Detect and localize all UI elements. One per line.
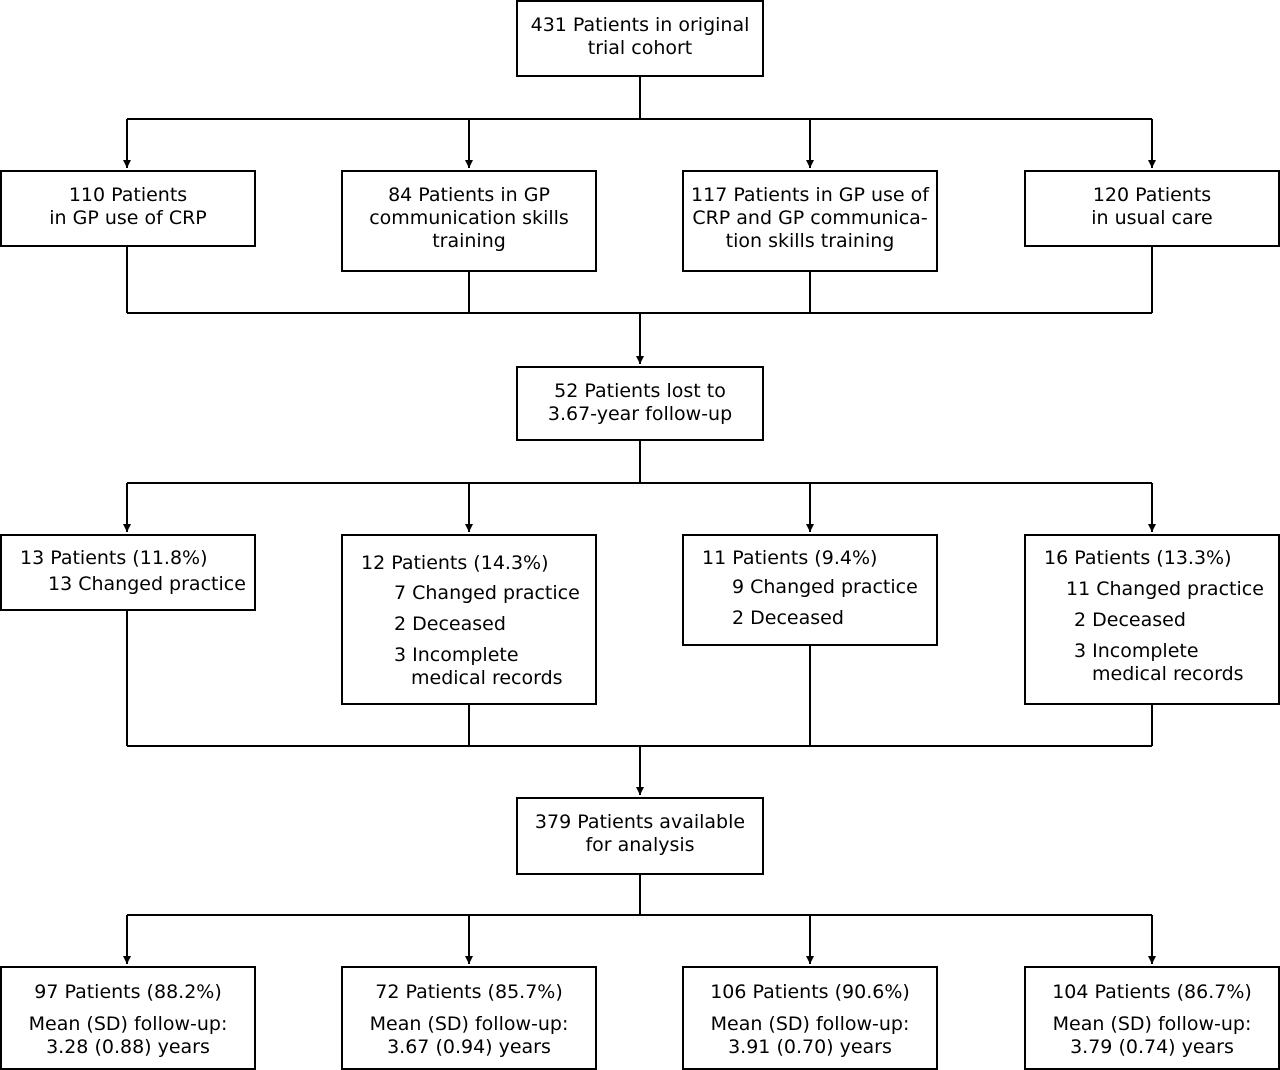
loss-combined-changed-practice: 9 Changed practice bbox=[732, 576, 918, 598]
loss-usual-care-deceased: 2 Deceased bbox=[1074, 609, 1186, 631]
followup-usual-care-value: 3.79 (0.74) years bbox=[1070, 1036, 1234, 1058]
loss-communication-deceased: 2 Deceased bbox=[394, 613, 506, 635]
available-line-2: for analysis bbox=[585, 834, 695, 856]
followup-crp-count: 97 Patients (88.2%) bbox=[34, 981, 222, 1003]
available-for-analysis-box: 379 Patients available for analysis bbox=[516, 797, 764, 875]
loss-combined-deceased: 2 Deceased bbox=[732, 607, 844, 629]
followup-crp-value: 3.28 (0.88) years bbox=[46, 1036, 210, 1058]
loss-box-crp: 13 Patients (11.8%) 13 Changed practice bbox=[0, 534, 256, 611]
loss-box-crp-and-communication: 11 Patients (9.4%) 9 Changed practice 2 … bbox=[682, 534, 938, 646]
followup-combined-count: 106 Patients (90.6%) bbox=[710, 981, 910, 1003]
loss-usual-care-changed-practice: 11 Changed practice bbox=[1066, 578, 1264, 600]
followup-communication-value: 3.67 (0.94) years bbox=[387, 1036, 551, 1058]
loss-communication-head: 12 Patients (14.3%) bbox=[361, 552, 549, 574]
followup-communication-label: Mean (SD) follow-up: bbox=[369, 1013, 569, 1035]
original-cohort-box: 431 Patients in original trial cohort bbox=[516, 0, 764, 77]
loss-communication-incomplete-2: medical records bbox=[411, 667, 563, 689]
loss-crp-changed-practice: 13 Changed practice bbox=[48, 573, 246, 595]
group-combined-line-1: 117 Patients in GP use of bbox=[691, 184, 929, 206]
lost-line-1: 52 Patients lost to bbox=[554, 380, 726, 402]
group-usual-care-line-2: in usual care bbox=[1091, 207, 1213, 229]
followup-usual-care-count: 104 Patients (86.7%) bbox=[1052, 981, 1252, 1003]
group-crp-line-2: in GP use of CRP bbox=[49, 207, 207, 229]
loss-box-usual-care: 16 Patients (13.3%) 11 Changed practice … bbox=[1024, 534, 1280, 705]
group-box-usual-care: 120 Patients in usual care bbox=[1024, 170, 1280, 247]
group-crp-line-1: 110 Patients bbox=[68, 184, 188, 206]
group-usual-care-line-1: 120 Patients bbox=[1092, 184, 1212, 206]
followup-crp-label: Mean (SD) follow-up: bbox=[28, 1013, 228, 1035]
lost-line-2: 3.67-year follow-up bbox=[547, 403, 733, 425]
followup-combined-value: 3.91 (0.70) years bbox=[728, 1036, 892, 1058]
followup-box-crp: 97 Patients (88.2%) Mean (SD) follow-up:… bbox=[0, 966, 256, 1070]
followup-communication-count: 72 Patients (85.7%) bbox=[375, 981, 563, 1003]
followup-combined-label: Mean (SD) follow-up: bbox=[710, 1013, 910, 1035]
followup-usual-care-label: Mean (SD) follow-up: bbox=[1052, 1013, 1252, 1035]
original-cohort-line-2: trial cohort bbox=[587, 37, 693, 59]
group-box-crp: 110 Patients in GP use of CRP bbox=[0, 170, 256, 247]
available-line-1: 379 Patients available bbox=[534, 811, 746, 833]
loss-box-communication-training: 12 Patients (14.3%) 7 Changed practice 2… bbox=[341, 534, 597, 705]
loss-usual-care-head: 16 Patients (13.3%) bbox=[1044, 547, 1232, 569]
loss-usual-care-incomplete-2: medical records bbox=[1092, 663, 1244, 685]
original-cohort-line-1: 431 Patients in original bbox=[530, 14, 750, 36]
lost-to-follow-up-box: 52 Patients lost to 3.67-year follow-up bbox=[516, 366, 764, 441]
group-communication-line-2: communication skills bbox=[369, 207, 569, 229]
group-communication-line-3: training bbox=[432, 230, 506, 252]
group-box-crp-and-communication: 117 Patients in GP use of CRP and GP com… bbox=[682, 170, 938, 272]
loss-usual-care-incomplete-1: 3 Incomplete bbox=[1074, 640, 1199, 662]
loss-crp-head: 13 Patients (11.8%) bbox=[20, 547, 208, 569]
loss-communication-changed-practice: 7 Changed practice bbox=[394, 582, 580, 604]
loss-combined-head: 11 Patients (9.4%) bbox=[702, 547, 878, 569]
group-box-communication-training: 84 Patients in GP communication skills t… bbox=[341, 170, 597, 272]
followup-box-communication-training: 72 Patients (85.7%) Mean (SD) follow-up:… bbox=[341, 966, 597, 1070]
group-communication-line-1: 84 Patients in GP bbox=[388, 184, 550, 206]
followup-box-usual-care: 104 Patients (86.7%) Mean (SD) follow-up… bbox=[1024, 966, 1280, 1070]
followup-box-crp-and-communication: 106 Patients (90.6%) Mean (SD) follow-up… bbox=[682, 966, 938, 1070]
group-combined-line-2: CRP and GP communica- bbox=[692, 207, 928, 229]
loss-communication-incomplete-1: 3 Incomplete bbox=[394, 644, 519, 666]
group-combined-line-3: tion skills training bbox=[725, 230, 895, 252]
